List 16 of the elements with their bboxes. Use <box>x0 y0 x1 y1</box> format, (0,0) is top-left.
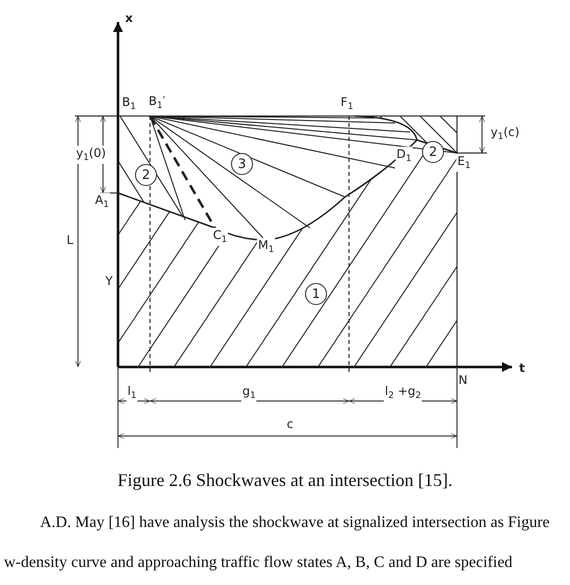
region-number: 2 <box>135 164 157 186</box>
figure-caption: Figure 2.6 Shockwaves at an intersection [15]. <box>116 470 454 491</box>
paragraph-line: w-density curve and approaching traffic flow states A, B, C and D are specified <box>4 554 512 572</box>
dimension-label: l$_{1}$ <box>126 384 138 402</box>
point-label: C$_{1}$ <box>212 228 228 246</box>
dimension-label: L <box>66 233 74 247</box>
region-number: 3 <box>231 153 253 175</box>
point-label: Y <box>104 274 114 288</box>
axis-label: t <box>518 361 526 375</box>
dimension-label: l$_{2}$ +g$_{2}$ <box>384 384 422 402</box>
point-label: E$_{1}$ <box>456 154 472 172</box>
paragraph-line: A.D. May [16] have analysis the shockwave at signalized intersection as Figure <box>40 514 550 532</box>
dimension-label: y$_{1}$(0) <box>75 146 107 164</box>
region-number: 2 <box>422 141 444 163</box>
point-label: N <box>458 373 468 387</box>
region-number: 1 <box>305 283 327 305</box>
